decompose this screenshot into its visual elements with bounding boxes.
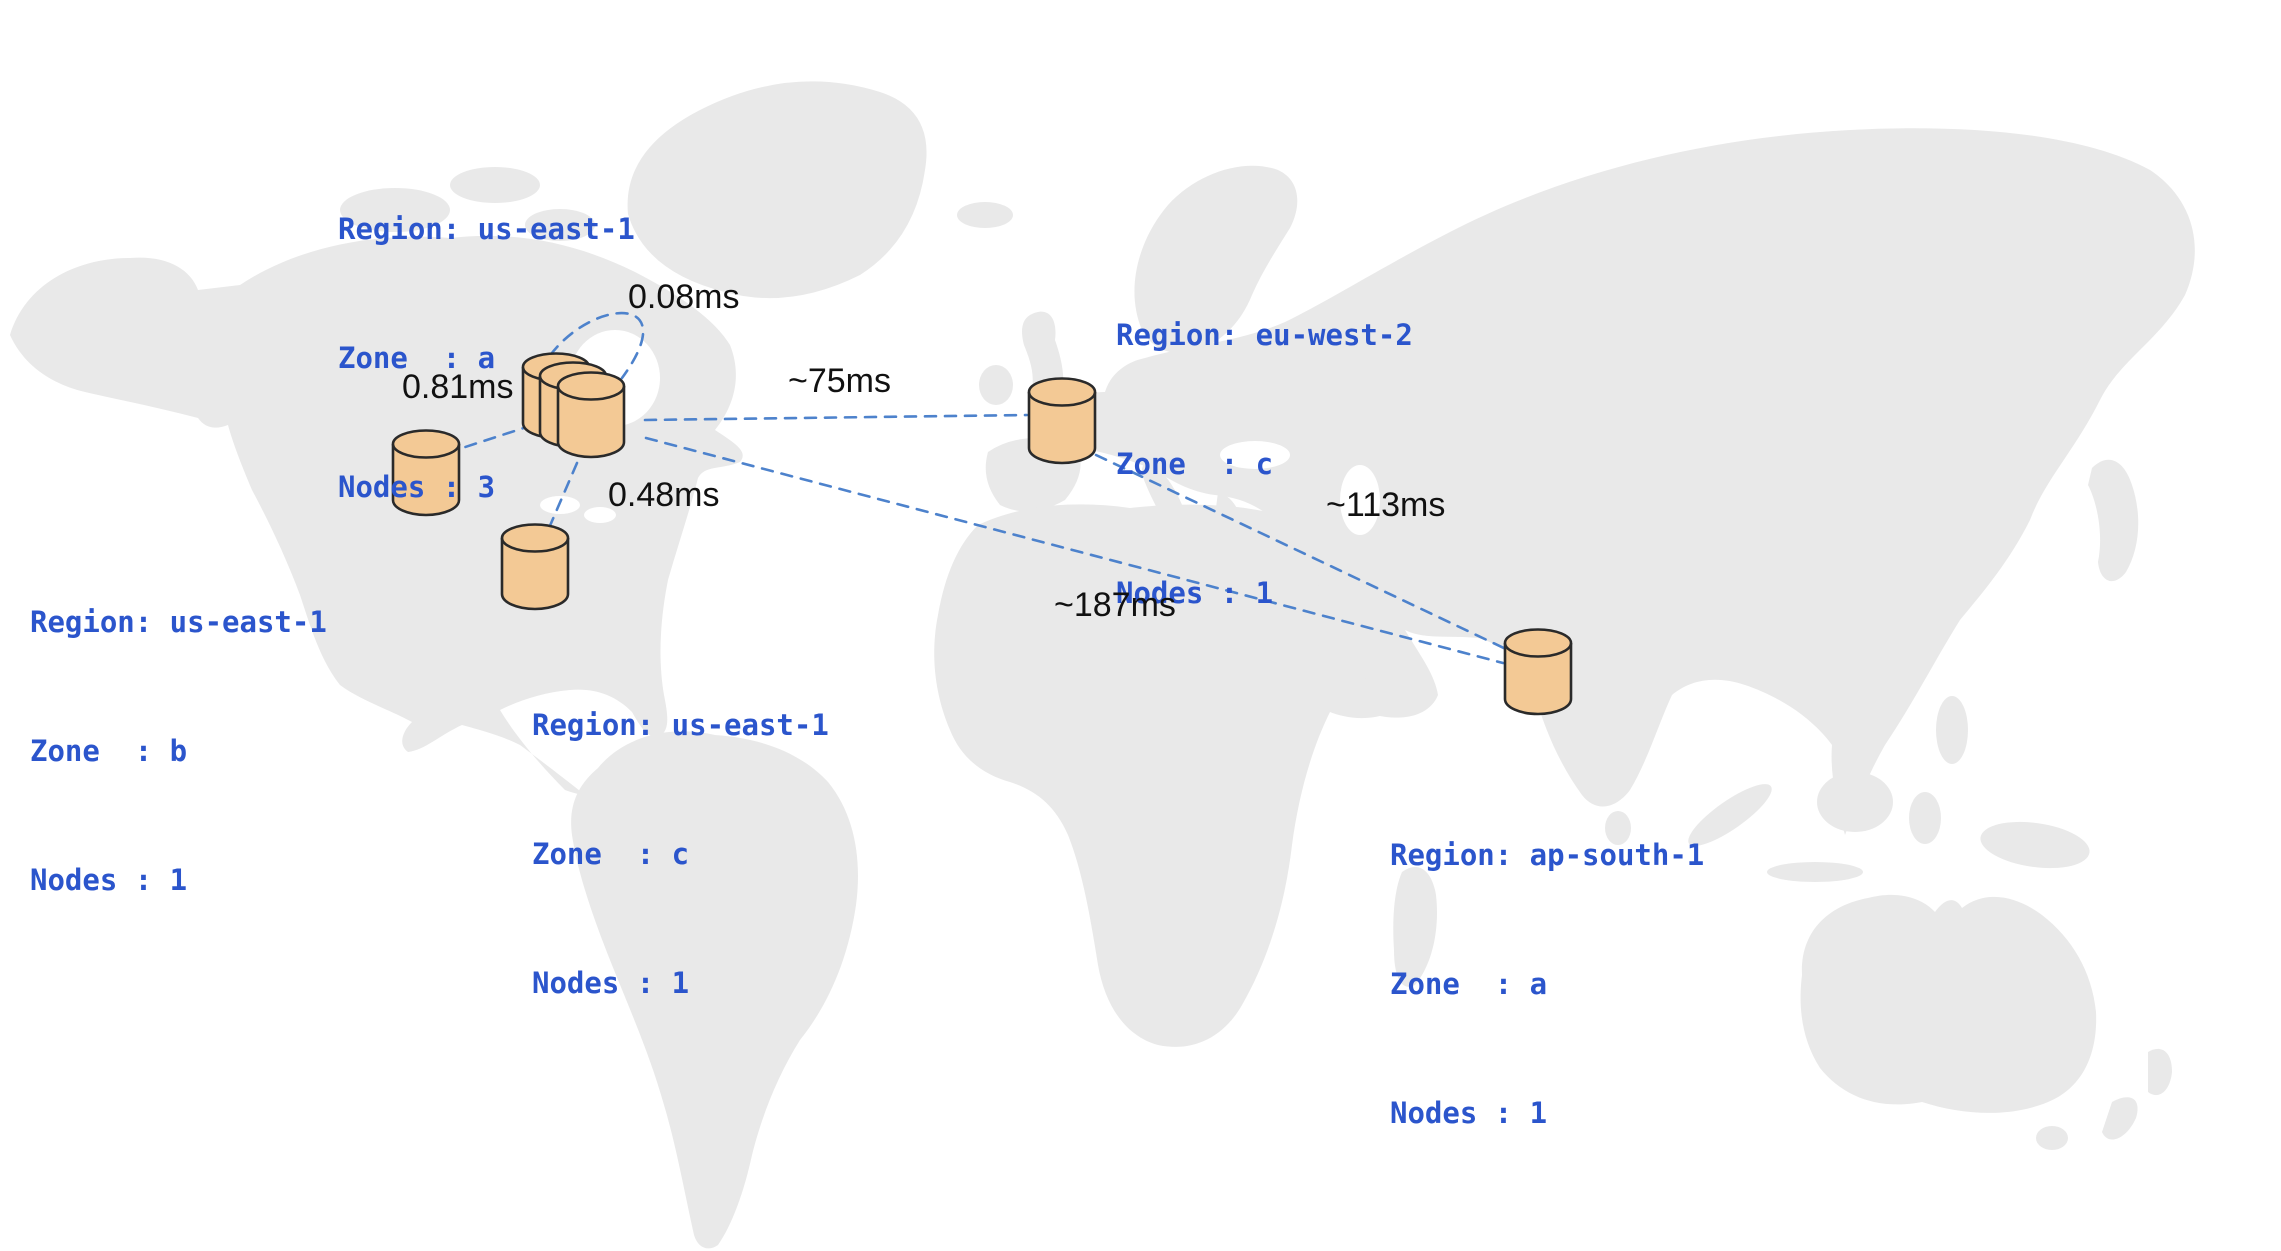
zone-line: Zone : b: [30, 734, 188, 768]
islands-new-zealand: [2102, 1048, 2172, 1140]
zone-line: Zone : c: [1116, 447, 1274, 481]
region-label-us-east-1-b: Region: us-east-1 Zone : b Nodes : 1: [30, 515, 327, 988]
island-tasmania: [2036, 1126, 2068, 1150]
continent-africa: [934, 504, 1394, 1047]
db-cylinder-icon: [1027, 377, 1097, 465]
region-label-eu-west-2-c: Region: eu-west-2 Zone : c Nodes : 1: [1116, 228, 1413, 701]
zone-line: Zone : a: [338, 341, 496, 375]
latency-line-us-east-1a-us-east-1c: [547, 461, 579, 530]
latency-label-eu-west-2-ap-south-1: ~113ms: [1326, 486, 1446, 524]
region-line: Region: us-east-1: [338, 212, 635, 246]
arctic-islands: [320, 167, 595, 275]
nodes-line: Nodes : 1: [30, 863, 188, 897]
continent-greenland: [627, 81, 927, 299]
node-eu-west-2-c: [1024, 375, 1100, 472]
nodes-line: Nodes : 1: [1390, 1096, 1548, 1130]
nodes-line: Nodes : 1: [1116, 576, 1274, 610]
db-cylinder-icon: [1503, 628, 1573, 716]
region-label-ap-south-1-a: Region: ap-south-1 Zone : a Nodes : 1: [1390, 748, 1704, 1221]
latency-label-us-east-1a-us-east-1b: 0.81ms: [402, 368, 514, 406]
latency-line-eu-west-2-ap-south-1: [1094, 453, 1510, 652]
node-ap-south-1-a: [1500, 626, 1576, 723]
island-ireland: [979, 365, 1013, 405]
region-line: Region: ap-south-1: [1390, 838, 1705, 872]
southeast-asia-islands: [1605, 696, 2090, 882]
region-label-us-east-1-c: Region: us-east-1 Zone : c Nodes : 1: [532, 618, 829, 1091]
latency-line-us-east-1a-us-east-1b: [454, 423, 535, 452]
latency-line-us-east-1-ap-south-1: [644, 436, 1505, 665]
region-label-us-east-1-a: Region: us-east-1 Zone : a Nodes : 3: [338, 122, 635, 595]
nodes-line: Nodes : 3: [338, 470, 496, 504]
continent-australia: [1800, 894, 2097, 1113]
continent-south-america: [571, 731, 858, 1249]
latency-label-us-east-1-eu-west-2: ~75ms: [788, 362, 891, 400]
latency-line-us-east-1-eu-west-2: [643, 413, 1029, 422]
region-line: Region: eu-west-2: [1116, 318, 1413, 352]
zone-line: Zone : a: [1390, 967, 1548, 1001]
latency-label-us-east-1a-us-east-1c: 0.48ms: [608, 476, 720, 514]
zone-line: Zone : c: [532, 837, 690, 871]
island-iceland: [957, 202, 1013, 228]
latency-label-us-east-1-ap-south-1: ~187ms: [1054, 586, 1176, 624]
region-line: Region: us-east-1: [30, 605, 327, 639]
island-madagascar: [1393, 866, 1438, 987]
region-scandinavia: [1134, 165, 1298, 354]
region-line: Region: us-east-1: [532, 708, 829, 742]
island-japan: [2088, 459, 2139, 582]
latency-line-within-us-east-1-a: [538, 311, 645, 380]
latency-label-within-us-east-1-a: 0.08ms: [628, 278, 740, 316]
nodes-line: Nodes : 1: [532, 966, 690, 1000]
